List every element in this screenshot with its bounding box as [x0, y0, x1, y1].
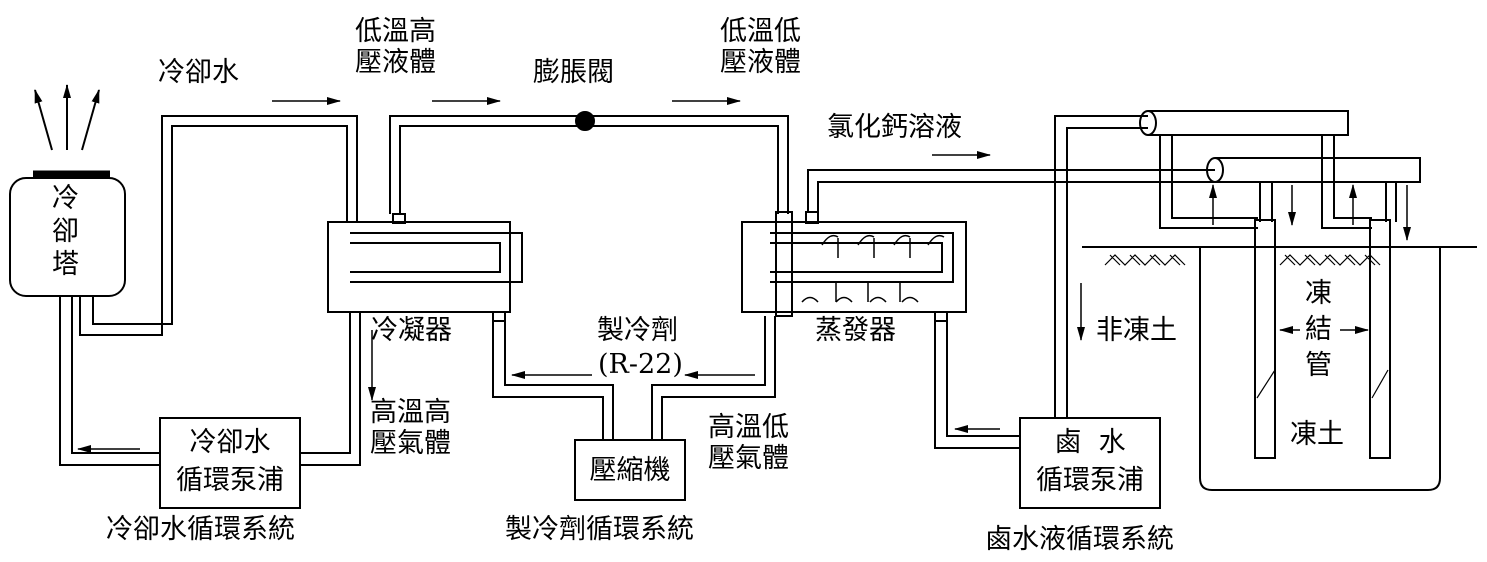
- cooling-water-pipes: [59, 115, 361, 466]
- refrigerant-code-label: (R-22): [598, 349, 683, 380]
- expansion-valve-label: 膨脹閥: [533, 57, 614, 88]
- freeze-pipe-label: 凍 結 管: [1305, 278, 1332, 381]
- headers: [1139, 110, 1421, 183]
- brine-system-label: 鹵水液循環系統: [985, 524, 1174, 555]
- refrigerant-label: 製冷劑: [597, 315, 678, 346]
- refrigerant-liquid-line: [389, 111, 789, 214]
- condenser: [327, 213, 523, 322]
- cooling-water-pump-box: [159, 417, 301, 509]
- cooling-water-label: 冷卻水: [158, 57, 239, 88]
- evaporator: [741, 211, 967, 322]
- freeze-pipes: [1254, 219, 1391, 459]
- brine-pipes: [807, 115, 1215, 509]
- high-temp-high-pressure-gas-label: 高溫高 壓氣體: [370, 397, 451, 459]
- calcium-chloride-label: 氯化鈣溶液: [827, 112, 962, 143]
- non-frozen-soil-label: 非凍土: [1096, 315, 1177, 346]
- cooling-tower: [9, 84, 126, 297]
- cooling-tower-label: 冷 卻 塔: [52, 183, 79, 280]
- brine-pump-label: 鹵 水 循環泵浦: [1036, 427, 1144, 496]
- high-temp-low-pressure-gas-label: 高溫低 壓氣體: [708, 412, 789, 474]
- brine-pump-box: [1019, 417, 1161, 509]
- flow-arrows: [77, 97, 1411, 453]
- cooling-water-pump-label: 冷卻水 循環泵浦: [176, 427, 284, 496]
- compressor-box: [574, 439, 686, 501]
- low-temp-high-pressure-liquid-label: 低溫高 壓液體: [355, 16, 436, 78]
- compressor-label: 壓縮機: [589, 455, 671, 486]
- low-temp-low-pressure-liquid-label: 低溫低 壓液體: [720, 16, 801, 78]
- refrigerant-system-label: 製冷劑循環系統: [505, 514, 694, 545]
- condenser-label: 冷凝器: [371, 315, 452, 346]
- refrigerant-compressor-lines: [492, 316, 776, 501]
- frozen-soil-label: 凍土: [1290, 419, 1344, 450]
- evaporator-label: 蒸發器: [815, 315, 896, 346]
- cooling-water-system-label: 冷卻水循環系統: [106, 514, 295, 545]
- freeze-pipe-connections: [1159, 135, 1397, 229]
- ground: [1082, 246, 1477, 491]
